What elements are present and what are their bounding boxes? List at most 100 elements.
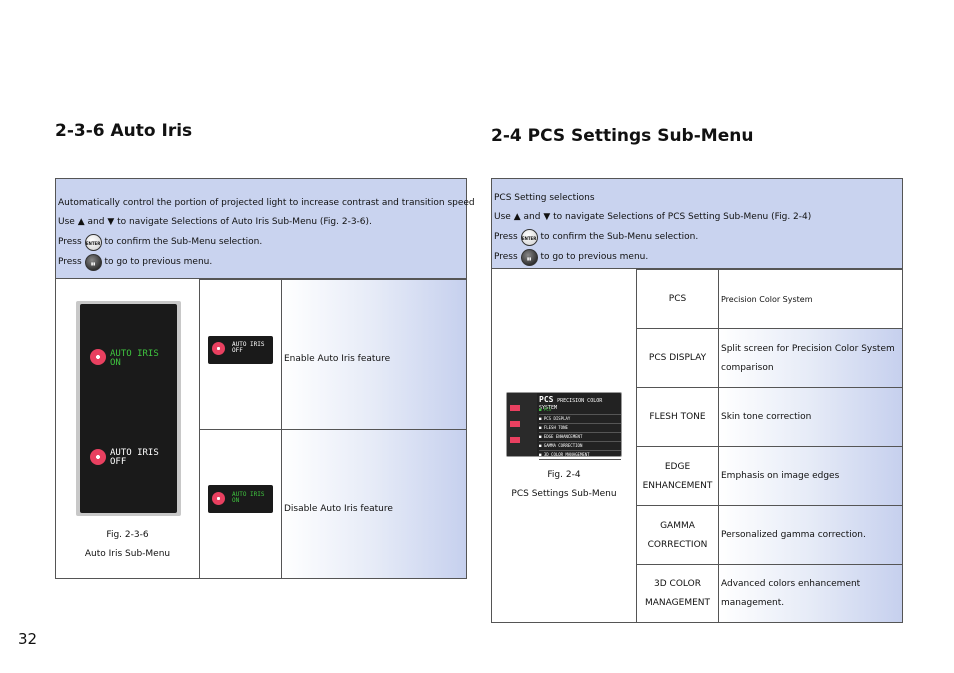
down-arrow-icon: ▼ [543,212,551,222]
pcs-row-desc-line: Precision Color System [721,295,813,304]
auto-iris-instructions: Automatically control the portion of pro… [56,179,475,279]
pcs-row-name-line: 3D COLOR [654,579,701,589]
pcs-osd-item: ■ 3D COLOR MANAGEMENT [539,451,621,460]
auto-iris-fig-label: Fig. 2-3-6 [106,530,149,540]
pcs-row-desc: Precision Color System [721,290,813,309]
pcs-mode-icon [510,405,520,411]
pcs-row-name: 3D COLOR MANAGEMENT [637,575,718,613]
pcs-intro: PCS Setting selections [494,193,595,203]
pcs-row-name-line: PCS DISPLAY [648,353,707,363]
pcs-confirm-line: Press ENTER to confirm the Sub-Menu sele… [494,229,698,246]
iris-icon [212,492,225,505]
pcs-settings-heading: 2-4 PCS Settings Sub-Menu [491,126,754,146]
iris-icon [212,342,225,355]
pcs-row-desc-line: Advanced colors enhancement [721,579,861,589]
pcs-row-name: FLESH TONE [637,408,718,427]
pcs-row-desc-line: Emphasis on image edges [721,471,840,481]
enter-key-icon: ENTER [520,229,538,246]
menu-back-key-icon: ▮▮ [520,249,538,266]
auto-iris-row1-desc-cell: Enable Auto Iris feature [281,279,466,429]
pcs-row-name-line: PCS [668,294,687,304]
enable-auto-iris-desc: Enable Auto Iris feature [284,354,391,364]
pcs-row-desc-cell: Precision Color System [718,269,902,328]
pcs-fig-caption: PCS Settings Sub-Menu [511,489,617,499]
auto-iris-back-line: Press ▮▮ to go to previous menu. [58,254,212,271]
pcs-osd-menu: ■ PCS■ PCS DISPLAY■ FLESH TONE■ EDGE ENH… [539,406,621,460]
disable-auto-iris-desc: Disable Auto Iris feature [284,504,393,514]
auto-iris-row2-desc-cell: Disable Auto Iris feature [281,429,466,578]
osd-on-value: ON [110,358,121,368]
pcs-osd-title: PRECISION COLOR SYSTEM [539,398,603,411]
iris-icon [90,449,106,465]
up-arrow-icon: ▲ [77,217,85,227]
pcs-row-desc: Skin tone correction [721,408,811,427]
pcs-row-name-line: MANAGEMENT [645,598,710,608]
pcs-row-desc: Split screen for Precision Color System c… [721,340,895,378]
pcs-row-name-cell: PCS [636,269,718,328]
auto-iris-description: Automatically control the portion of pro… [58,198,475,208]
pcs-row-desc-line: comparison [721,362,774,373]
pcs-row-name-line: ENHANCEMENT [642,480,713,491]
pcs-row-desc-cell: Advanced colors enhancement management. [718,564,902,622]
osd-thumbnail: AUTO IRIS ON [208,485,273,513]
osd-auto-iris-label: AUTO IRIS [110,448,159,458]
auto-iris-osd-frame: AUTO IRIS ON AUTO IRIS OFF [76,301,181,516]
pcs-back-line: Press ▮▮ to go to previous menu. [494,249,648,266]
osd-auto-iris-label: AUTO IRIS [110,349,159,359]
pcs-row-desc-line: management. [721,598,785,608]
auto-iris-row1-osd-cell: AUTO IRIS OFF [199,279,281,429]
menu-back-key-icon: ▮▮ [84,254,102,271]
auto-iris-heading: 2-3-6 Auto Iris [55,121,193,141]
auto-iris-navigate-line: Use ▲ and ▼ to navigate Selections of Au… [58,217,372,227]
pcs-row-desc-cell: Personalized gamma correction. [718,505,902,564]
pcs-instructions: PCS Setting selections Use ▲ and ▼ to na… [492,179,902,269]
pcs-row-name-line: EDGE [664,461,691,472]
pcs-row-name-cell: PCS DISPLAY [636,328,718,387]
pcs-osd-screen: PCS PRECISION COLOR SYSTEM ■ PCS■ PCS DI… [506,392,622,460]
pcs-osd-item: ■ PCS DISPLAY [539,415,621,424]
pcs-osd-item: ■ FLESH TONE [539,424,621,433]
pcs-row-name-line: FLESH TONE [649,412,706,422]
pcs-settings-table: PCS Setting selections Use ▲ and ▼ to na… [491,178,903,623]
auto-iris-table: Automatically control the portion of pro… [55,178,475,579]
pcs-row-name-cell: GAMMA CORRECTION [636,505,718,564]
osd-off-value: OFF [110,457,127,467]
pcs-row-name-line: CORRECTION [647,539,708,550]
pcs-row-desc: Advanced colors enhancement management. [721,575,860,613]
auto-iris-fig-caption: Auto Iris Sub-Menu [84,549,171,559]
pcs-osd-item: ■ EDGE ENHANCEMENT [539,433,621,442]
pcs-fig-label: Fig. 2-4 [547,470,581,480]
pcs-row-name: PCS DISPLAY [637,349,718,368]
pcs-osd-sidebar [507,393,537,456]
pcs-row-desc-cell: Emphasis on image edges [718,446,902,505]
pcs-mode-icon [510,421,520,427]
pcs-row-desc-line: Personalized gamma correction. [721,530,866,540]
pcs-row-desc-line: Skin tone correction [721,412,812,422]
pcs-row-desc: Emphasis on image edges [721,467,839,486]
pcs-row-name: PCS [637,290,718,309]
pcs-row-desc: Personalized gamma correction. [721,526,866,545]
pcs-navigate-line: Use ▲ and ▼ to navigate Selections of PC… [494,212,812,222]
pcs-row-name: GAMMA CORRECTION [637,517,718,555]
pcs-osd-logo: PCS [539,395,554,404]
pcs-osd-item: ■ GAMMA CORRECTION [539,442,621,451]
pcs-row-name: EDGE ENHANCEMENT [637,458,718,496]
pcs-row-desc-line: Split screen for Precision Color System [721,343,895,354]
pcs-mode-icon [510,437,520,443]
auto-iris-row2-osd-cell: AUTO IRIS ON [199,429,281,578]
pcs-row-name-cell: EDGE ENHANCEMENT [636,446,718,505]
pcs-row-desc-cell: Split screen for Precision Color System c… [718,328,902,387]
page-number: 32 [18,630,38,648]
pcs-row-name-cell: 3D COLOR MANAGEMENT [636,564,718,622]
enter-key-icon: ENTER [84,234,102,251]
iris-icon [90,349,106,365]
osd-thumbnail: AUTO IRIS OFF [208,336,273,364]
pcs-row-desc-cell: Skin tone correction [718,387,902,446]
pcs-osd-item: ■ PCS [539,406,621,415]
pcs-row-name-cell: FLESH TONE [636,387,718,446]
up-arrow-icon: ▲ [513,212,521,222]
pcs-row-name-line: GAMMA [660,520,695,531]
auto-iris-confirm-line: Press ENTER to confirm the Sub-Menu sele… [58,234,262,251]
auto-iris-osd-screen: AUTO IRIS ON AUTO IRIS OFF [80,304,177,513]
down-arrow-icon: ▼ [107,217,115,227]
